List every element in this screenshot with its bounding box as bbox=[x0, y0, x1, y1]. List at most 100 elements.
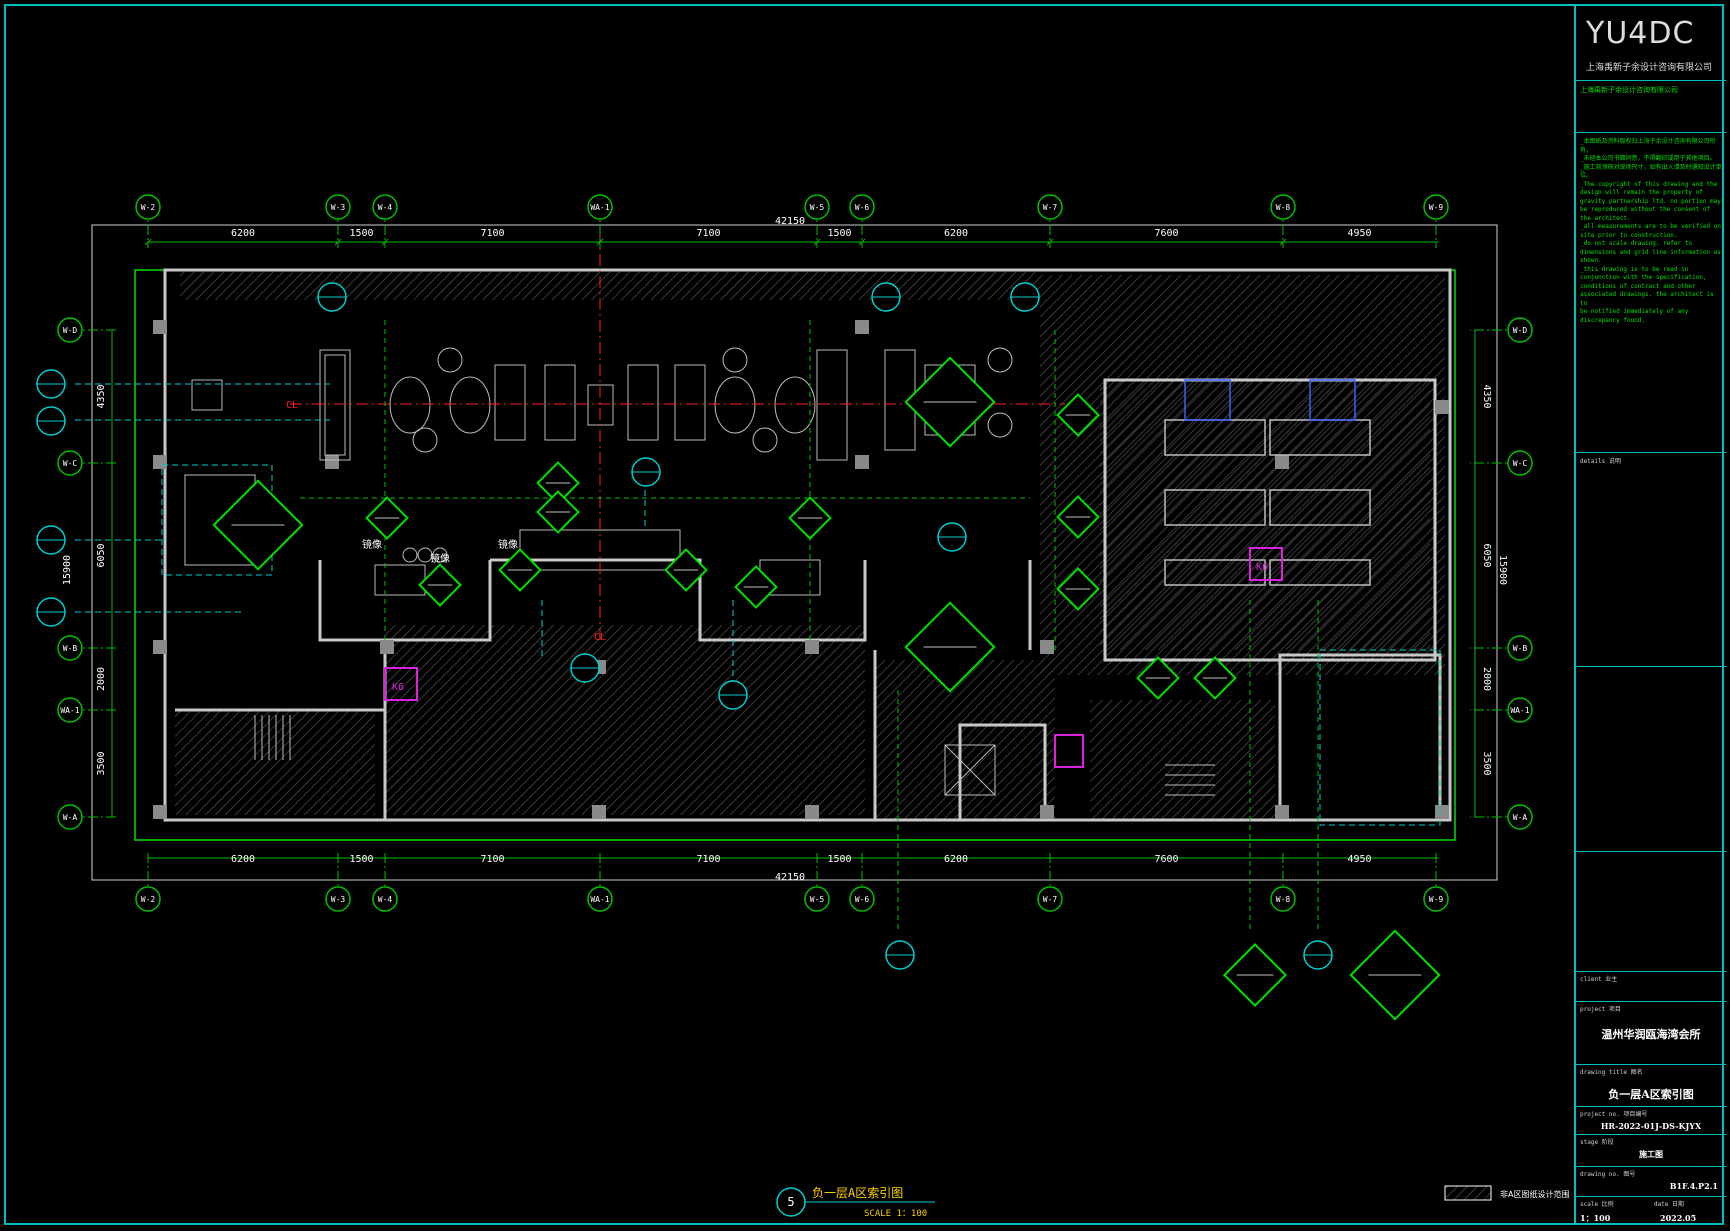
dim-label: 7100 bbox=[480, 228, 504, 239]
grid-bubble-top bbox=[849, 194, 875, 220]
drawing-title-label: drawing title 图名 bbox=[1580, 1069, 1643, 1076]
grid-bubble-top bbox=[135, 194, 161, 220]
grid-bubble-bottom bbox=[325, 886, 351, 912]
grid-bubble-right-label: W-B bbox=[1513, 644, 1528, 653]
restroom-fixtures bbox=[1164, 379, 1371, 586]
dim-label: 1500 bbox=[827, 228, 851, 239]
project-no-label: project no. 项目编号 bbox=[1580, 1111, 1648, 1118]
scale-value: 1：100 bbox=[1580, 1213, 1611, 1223]
furniture bbox=[184, 347, 1013, 796]
notes: _本图纸及资料版权归上海子余设计咨询有限公司所有，_未经本公司书面同意，不得翻印… bbox=[1580, 138, 1722, 325]
grid-bubble-bottom-label: W-6 bbox=[855, 895, 870, 904]
grid-right: W-DW-CW-BWA-1W-A bbox=[1470, 317, 1533, 830]
footer-scale: SCALE 1：100 bbox=[864, 1209, 928, 1219]
grid-bubble-top-label: W-5 bbox=[810, 203, 825, 212]
hatched-strip bbox=[180, 272, 1040, 300]
dim-label: 7600 bbox=[1154, 854, 1178, 865]
dim-total-right: 15900 bbox=[1497, 555, 1508, 585]
grid-bubble-left-label: W-A bbox=[63, 813, 78, 822]
grid-bubble-right bbox=[1507, 450, 1533, 476]
grid-bubble-bottom bbox=[1423, 886, 1449, 912]
grid-bubble-right bbox=[1507, 635, 1533, 661]
dim-label: 6050 bbox=[96, 543, 107, 567]
client-label: client 业主 bbox=[1580, 976, 1618, 983]
drawing-frame bbox=[4, 4, 1724, 1225]
elevator-tag: K6 bbox=[1256, 562, 1268, 573]
grid-bubble-right bbox=[1507, 697, 1533, 723]
grid-bubble-bottom-label: W-3 bbox=[331, 895, 346, 904]
grid-bubble-left bbox=[57, 804, 83, 830]
grid-bubble-left bbox=[57, 635, 83, 661]
note-line: _all measurements are to be verified on bbox=[1580, 223, 1721, 230]
footer-title: 负一层A区索引图 bbox=[812, 1186, 904, 1200]
project-name: 温州华润瓯海湾会所 bbox=[1601, 1028, 1701, 1041]
guide-lines bbox=[300, 320, 1319, 930]
grid-bubble-top-label: W-3 bbox=[331, 203, 346, 212]
note-line: discrepancy found. bbox=[1580, 316, 1646, 324]
room-label: 镜像 bbox=[362, 538, 382, 551]
dim-label: 2000 bbox=[96, 667, 107, 691]
grid-bubble-right-label: W-D bbox=[1513, 326, 1528, 335]
stage: 施工图 bbox=[1639, 1149, 1663, 1159]
elevator-tag-box bbox=[384, 667, 418, 701]
dim-label: 6050 bbox=[1481, 543, 1492, 567]
note-line: _The copyright of this drawing and the bbox=[1580, 180, 1718, 188]
date-label: date 日期 bbox=[1654, 1201, 1685, 1208]
walls bbox=[163, 268, 1452, 822]
dim-label: 1500 bbox=[827, 854, 851, 865]
grid-bubble-right-label: WA-1 bbox=[1510, 706, 1529, 715]
grid-bubble-bottom bbox=[1037, 886, 1063, 912]
grid-bubble-right bbox=[1507, 804, 1533, 830]
note-line: dimensions and grid line information as bbox=[1580, 248, 1721, 256]
grid-bubble-top bbox=[1423, 194, 1449, 220]
cl-label-h: CL bbox=[286, 400, 298, 411]
dim-label: 6200 bbox=[231, 228, 255, 239]
stage-label: stage 阶段 bbox=[1580, 1139, 1614, 1146]
note-line: shown. bbox=[1580, 257, 1602, 264]
note-line: site prior to construction. bbox=[1580, 231, 1678, 239]
note-line: the architect. bbox=[1580, 214, 1631, 222]
project-label: project 项目 bbox=[1580, 1006, 1621, 1013]
date-value: 2022.05 bbox=[1660, 1213, 1697, 1223]
index-lines bbox=[75, 383, 1441, 826]
grid-bubble-top-label: W-8 bbox=[1276, 203, 1291, 212]
drawing-no: B1F.4.P2.1 bbox=[1669, 1181, 1718, 1191]
dim-label: 4950 bbox=[1347, 854, 1371, 865]
magenta-box bbox=[1054, 734, 1084, 768]
grid-bubble-bottom bbox=[849, 886, 875, 912]
grid-bubble-top-label: W-7 bbox=[1043, 203, 1058, 212]
grid-bubble-bottom bbox=[135, 886, 161, 912]
stairs bbox=[254, 715, 1215, 796]
grid-bubble-right bbox=[1507, 317, 1533, 343]
dim-label: 6200 bbox=[944, 854, 968, 865]
company-name: 上海禹新子余设计咨询有限公司 bbox=[1580, 86, 1678, 94]
grid-bubble-top bbox=[325, 194, 351, 220]
grid-bubble-bottom-label: W-4 bbox=[378, 895, 393, 904]
note-line: design will remain the property of bbox=[1580, 189, 1703, 196]
drawing-no-label: drawing no. 图号 bbox=[1580, 1171, 1636, 1178]
grid-bubble-top bbox=[1037, 194, 1063, 220]
grid-bubble-left-label: W-B bbox=[63, 644, 78, 653]
hatched-area-1 bbox=[385, 625, 865, 815]
hatched-area-6 bbox=[175, 710, 375, 815]
dim-total-left: 15900 bbox=[62, 555, 73, 585]
project-no: HR-2022-01J-DS-KJYX bbox=[1600, 1121, 1702, 1131]
room-label: 镜像 bbox=[430, 552, 450, 565]
grid-bubble-bottom bbox=[372, 886, 398, 912]
note-line: _this drawing is to be read in bbox=[1580, 265, 1689, 273]
dim-label: 6200 bbox=[231, 854, 255, 865]
grid-bubble-bottom-label: W-5 bbox=[810, 895, 825, 904]
note-line: associated drawings. the architect is to bbox=[1580, 291, 1714, 307]
grid-bubble-top bbox=[372, 194, 398, 220]
hatched-area-5 bbox=[1090, 700, 1275, 820]
grid-bubble-top bbox=[587, 194, 613, 220]
grid-bubble-top bbox=[804, 194, 830, 220]
dim-label: 6200 bbox=[944, 228, 968, 239]
dim-label: 3500 bbox=[96, 751, 107, 775]
dim-label: 1500 bbox=[349, 854, 373, 865]
cl-label-v: CL bbox=[594, 632, 606, 643]
note-line: conjunction with the specification, bbox=[1580, 274, 1707, 281]
grid-bubble-bottom bbox=[804, 886, 830, 912]
